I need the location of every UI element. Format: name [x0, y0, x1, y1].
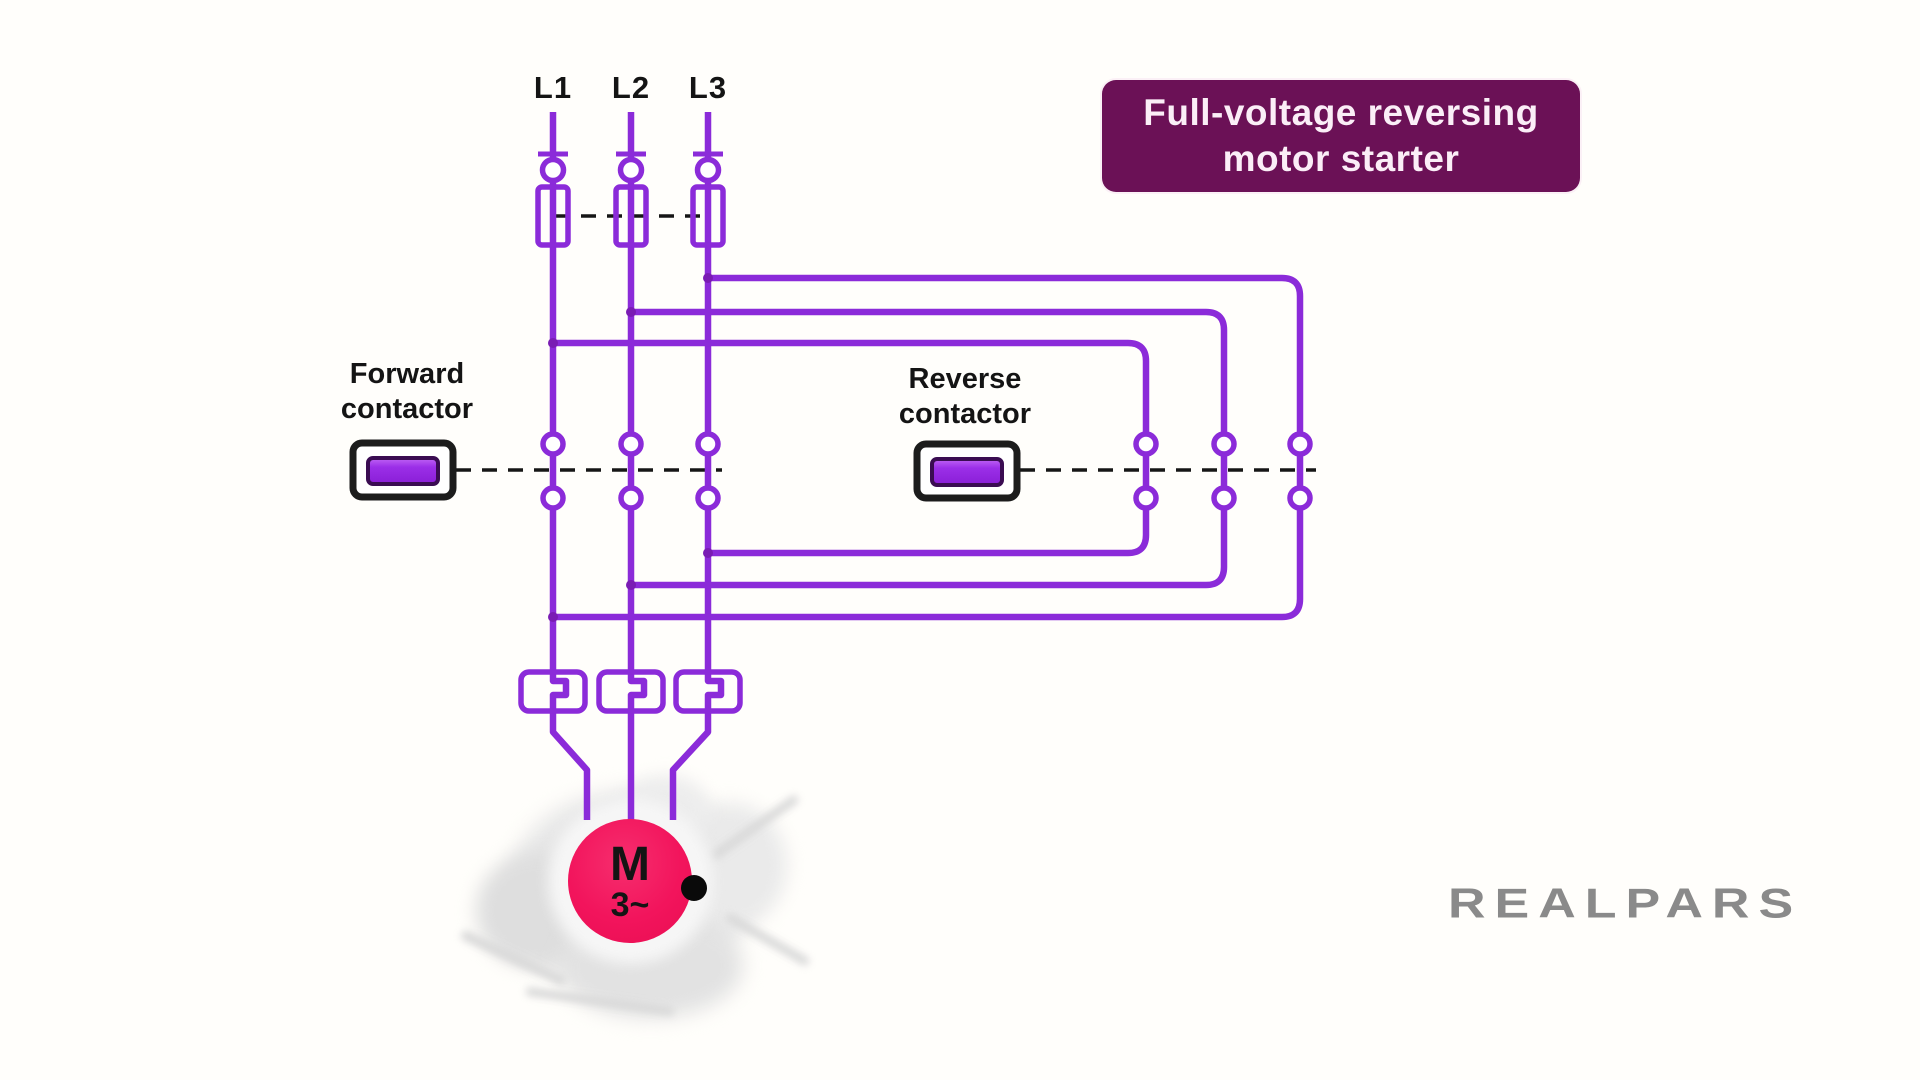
coil-bar: [366, 456, 440, 486]
contact-icon: [1211, 485, 1237, 511]
junction-dot: [703, 548, 713, 558]
contact-icon: [540, 485, 566, 511]
junction-dot: [548, 612, 558, 622]
mechanical-link-dashed-lines: [456, 214, 1316, 472]
phase-label-l3: L3: [688, 70, 728, 105]
forward-contactor-contacts: [540, 431, 721, 511]
contact-icon: [1133, 485, 1159, 511]
contact-icon: [618, 485, 644, 511]
junction-dot: [626, 307, 636, 317]
overload-relay-icon: [518, 669, 588, 714]
title-banner: Full-voltage reversing motor starter: [1102, 80, 1580, 192]
disconnect-switch-symbols: [538, 151, 723, 184]
forward-contactor-coil: [349, 439, 457, 501]
reverse-contactor-coil: [913, 440, 1021, 502]
disconnect-switch-icon: [616, 151, 646, 184]
motor-terminal-dot: [681, 875, 707, 901]
junction-dot: [703, 273, 713, 283]
contact-icon: [695, 485, 721, 511]
overload-relay-icon: [673, 669, 743, 714]
motor-letter: M: [610, 838, 650, 891]
fuse-symbols: [535, 184, 726, 248]
overload-relay-icon: [596, 669, 666, 714]
motor-symbol: M 3~: [568, 819, 692, 943]
phase-label-l1: L1: [533, 70, 573, 105]
contact-icon: [1211, 431, 1237, 457]
motor-phase-text: 3~: [610, 886, 650, 924]
contact-icon: [618, 431, 644, 457]
reverse-contactor-label: Reverse contactor: [899, 362, 1031, 432]
wire-phase-l1: [549, 112, 591, 820]
fuse-icon: [613, 184, 649, 248]
disconnect-switch-icon: [693, 151, 723, 184]
fuse-icon: [690, 184, 726, 248]
title-banner-line1: Full-voltage reversing: [1143, 92, 1539, 133]
forward-contactor-label: Forward contactor: [341, 357, 473, 427]
fuse-icon: [535, 184, 571, 248]
realpars-logo: REALPARS: [1448, 880, 1803, 928]
contact-icon: [1287, 431, 1313, 457]
contact-icon: [1133, 431, 1159, 457]
forward-contactor-label-line2: contactor: [340, 393, 474, 425]
reverse-contactor-contacts: [1133, 431, 1313, 511]
overload-relay-symbols: [518, 669, 743, 714]
junction-dots: [548, 273, 713, 622]
contact-icon: [540, 431, 566, 457]
contact-icon: [695, 431, 721, 457]
junction-dot: [548, 338, 558, 348]
wire-phase-l3: [669, 112, 725, 820]
reverse-contactor-label-line2: contactor: [898, 398, 1032, 430]
coil-bar: [930, 457, 1004, 487]
forward-contactor-label-line1: Forward: [349, 358, 465, 390]
reverse-contactor-label-line1: Reverse: [908, 363, 1022, 395]
title-banner-line2: motor starter: [1222, 138, 1460, 179]
contact-icon: [1287, 485, 1313, 511]
phase-label-l2: L2: [611, 70, 651, 105]
disconnect-switch-icon: [538, 151, 568, 184]
junction-dot: [626, 580, 636, 590]
